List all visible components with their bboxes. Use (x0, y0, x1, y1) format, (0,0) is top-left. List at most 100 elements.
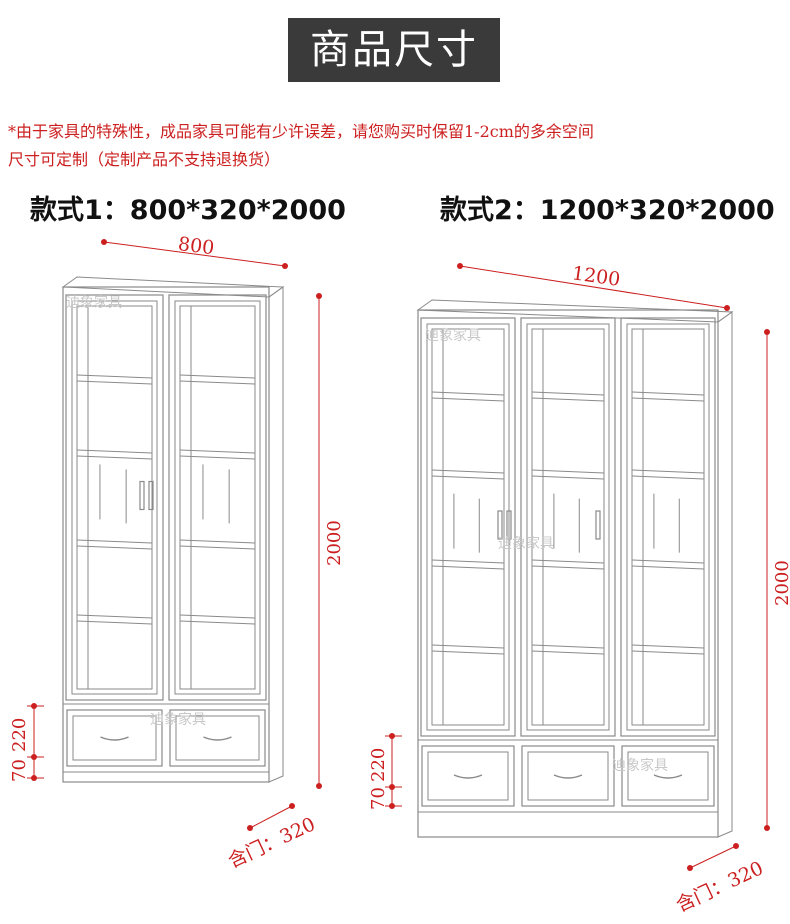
shelf-edge (531, 565, 605, 570)
shelf (531, 469, 605, 474)
base-height-label-1: 70 (9, 759, 30, 782)
glass-door-frame (520, 317, 616, 737)
glass-panel (431, 328, 505, 726)
shelf (631, 469, 705, 474)
notice-line-1: *由于家具的特殊性，成品家具可能有少许误差，请您购买时保留1-2cm的多余空间 (8, 122, 594, 141)
shelf-edge (531, 475, 605, 480)
dimension-height-1: 2000 (316, 293, 345, 789)
door-handle (148, 480, 154, 511)
width-label-2: 1200 (571, 262, 622, 291)
drawer-front (169, 709, 266, 767)
cabinet-top (416, 299, 734, 323)
shelf-edge (631, 650, 705, 655)
width-label-1: 800 (177, 233, 216, 259)
drawer-handle (553, 774, 583, 779)
shelf-edge (431, 565, 505, 570)
drawer-handle (203, 736, 232, 741)
shelf (431, 559, 505, 564)
cabinet-side (268, 286, 284, 783)
dimension-depth-1: 含门：320 (225, 803, 319, 873)
glass-panel (76, 305, 153, 690)
dimension-depth-2: 含门：320 (673, 843, 767, 917)
depth-label-2: 含门：320 (673, 857, 767, 916)
glass-door-inner-frame (626, 323, 710, 731)
shelf-edge (76, 545, 153, 550)
glass-panel (631, 328, 705, 726)
door-handle (139, 480, 145, 511)
shelf-edge (179, 455, 256, 460)
shelf (179, 614, 256, 619)
cabinet-body (417, 309, 719, 838)
drawer-handle (100, 736, 129, 741)
shelf-edge (179, 380, 256, 385)
dimension-width-1: 800 (101, 233, 288, 269)
cabinet-side (717, 311, 733, 838)
dimension-drawer-1: 220 70 (9, 703, 44, 782)
shelf (531, 391, 605, 396)
drawer-front (66, 709, 163, 767)
drawer-handle (653, 774, 683, 779)
drawer-front (421, 745, 515, 807)
shelf-edge (76, 455, 153, 460)
shelf (76, 539, 153, 544)
watermark: 迪象家具 (425, 327, 481, 344)
shelf-edge (431, 650, 505, 655)
shelf (431, 644, 505, 649)
shelf-edge (76, 620, 153, 625)
drawer-panel (72, 715, 157, 761)
shelf-edge (631, 397, 705, 402)
depth-label-1: 含门：320 (225, 813, 319, 872)
dimension-width-2: 1200 (457, 262, 730, 311)
page-title: 商品尺寸 (288, 18, 500, 82)
cabinet-body (62, 286, 270, 783)
style-1-label: 款式1：800*320*2000 (30, 195, 346, 226)
drawer-panel (527, 751, 609, 801)
shelf-edge (179, 545, 256, 550)
shelf (431, 469, 505, 474)
glass-door-frame (620, 317, 716, 737)
shelf-edge (631, 475, 705, 480)
drawer-panel (627, 751, 709, 801)
shelf (531, 559, 605, 564)
glass-door-frame (65, 294, 164, 701)
cabinet-1 (61, 276, 285, 783)
watermark: 迪象家具 (498, 535, 554, 552)
height-label-1: 2000 (324, 520, 345, 566)
shelf-edge (531, 650, 605, 655)
shelf (76, 449, 153, 454)
glass-door-frame (420, 317, 516, 737)
shelf-edge (531, 397, 605, 402)
shelf (631, 391, 705, 396)
glass-door-inner-frame (426, 323, 510, 731)
drawer-panel (427, 751, 509, 801)
shelf (76, 614, 153, 619)
drawer-height-label-1: 220 (9, 718, 30, 752)
watermark: 迪象家具 (66, 294, 122, 311)
drawer-front (521, 745, 615, 807)
shelf-edge (431, 475, 505, 480)
dimension-height-2: 2000 (764, 329, 790, 831)
glass-door-inner-frame (174, 300, 261, 695)
base-height-label-2: 70 (368, 787, 389, 810)
shelf-edge (76, 380, 153, 385)
shelf-edge (179, 620, 256, 625)
shelf (631, 559, 705, 564)
shelf (76, 374, 153, 379)
glass-door-frame (168, 294, 267, 701)
door-handle (506, 510, 512, 540)
watermark: 迪象家具 (612, 757, 668, 774)
shelf (431, 391, 505, 396)
cabinet-2 (416, 299, 734, 838)
door-handle (497, 510, 503, 540)
drawer-panel (175, 715, 260, 761)
shelf (631, 644, 705, 649)
shelf (531, 644, 605, 649)
drawer-handle (453, 774, 483, 779)
shelf-edge (431, 397, 505, 402)
notice-line-2: 尺寸可定制（定制产品不支持退换货） (8, 150, 281, 169)
glass-door-inner-frame (526, 323, 610, 731)
shelf (179, 374, 256, 379)
glass-panel (179, 305, 256, 690)
shelf-edge (631, 565, 705, 570)
